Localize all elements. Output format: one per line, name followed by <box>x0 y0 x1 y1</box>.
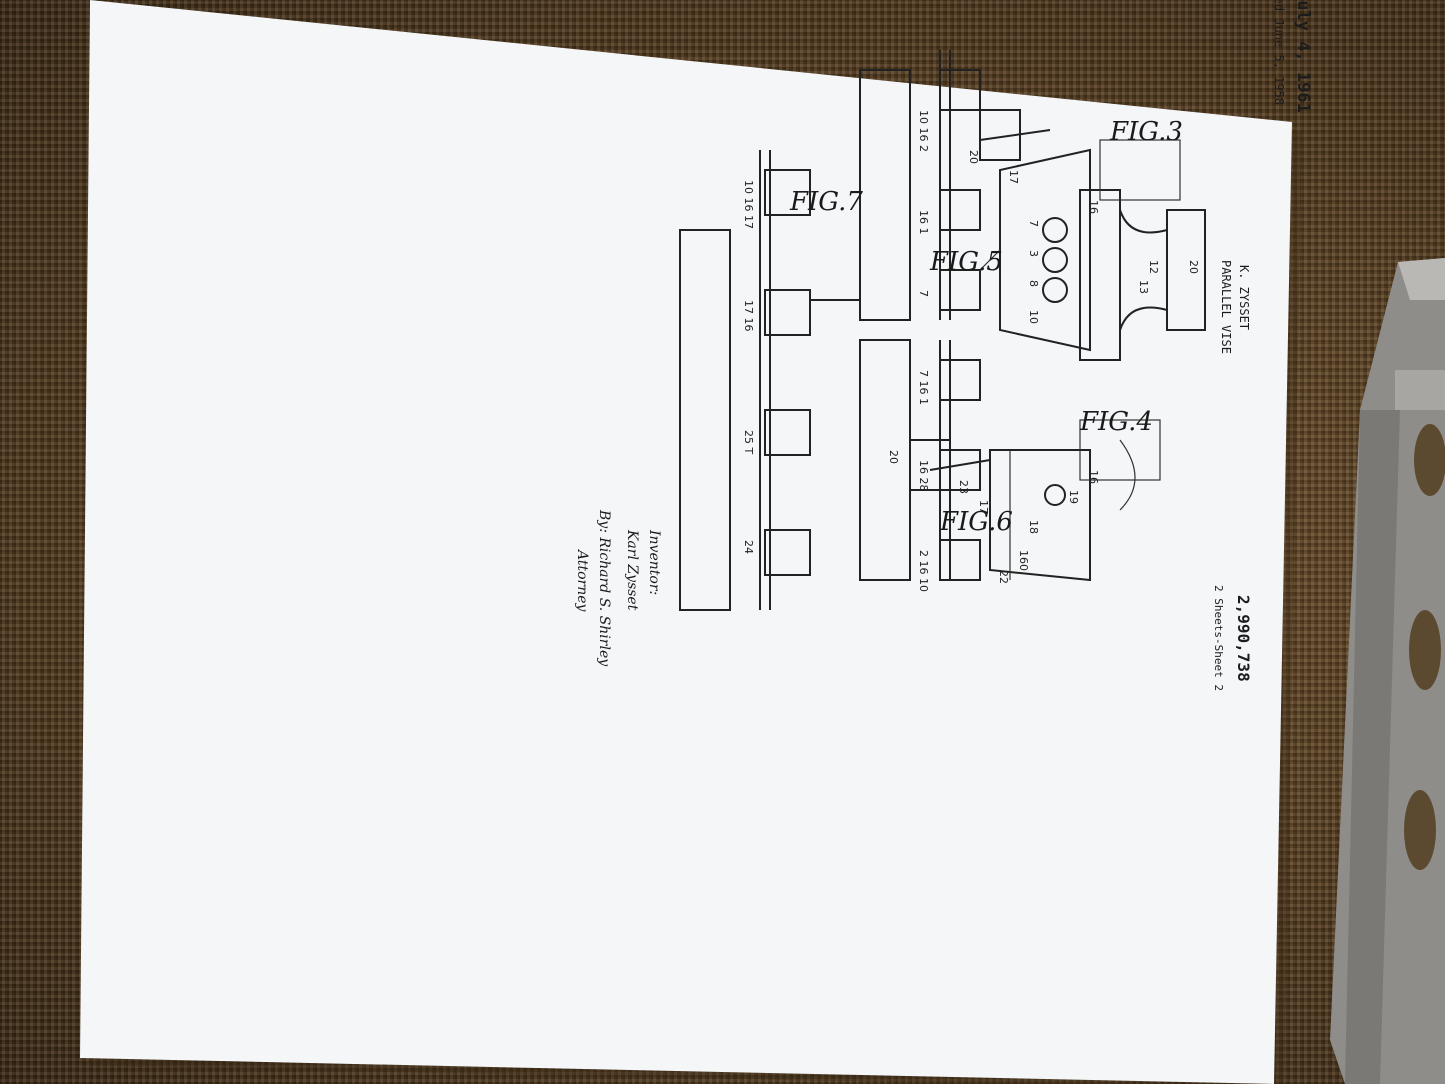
svg-text:25 T: 25 T <box>742 430 755 454</box>
signature-inventor-label: Inventor: <box>646 529 662 595</box>
svg-text:16: 16 <box>1087 200 1100 214</box>
svg-text:20: 20 <box>967 150 980 164</box>
fig-6-label: FIG.6 <box>939 507 1013 537</box>
svg-text:12: 12 <box>1147 260 1160 274</box>
svg-text:3: 3 <box>1027 250 1040 257</box>
figure-5-drawing: 10 16 2 16 1 7 <box>810 50 981 321</box>
svg-text:16 28: 16 28 <box>917 460 930 492</box>
svg-text:7: 7 <box>917 290 930 297</box>
fig-3-label: FIG.3 <box>1109 117 1183 147</box>
patent-date: July 4, 1961 <box>1293 0 1313 113</box>
figure-4-drawing: 16 19 18 160 22 17 23 20 <box>887 419 1161 584</box>
svg-text:17 16: 17 16 <box>742 300 755 332</box>
svg-text:10 16 17: 10 16 17 <box>742 180 755 229</box>
svg-text:2 16 10: 2 16 10 <box>917 550 930 592</box>
fig-5-label: FIG.5 <box>929 247 1003 277</box>
svg-text:24: 24 <box>742 540 755 554</box>
patent-filed: Filed June 5, 1958 <box>1272 0 1286 105</box>
svg-text:18: 18 <box>1027 520 1040 534</box>
figure-6-drawing: 7 16 1 16 28 2 16 10 <box>859 339 981 592</box>
svg-text:20: 20 <box>887 450 900 464</box>
fig-7-label: FIG.7 <box>789 187 863 217</box>
svg-text:8: 8 <box>1027 280 1040 287</box>
svg-text:7: 7 <box>1027 220 1040 227</box>
svg-text:23: 23 <box>957 480 970 494</box>
patent-inventor: K. ZYSSET <box>1237 265 1251 330</box>
svg-text:7 16 1: 7 16 1 <box>917 370 930 405</box>
figure-3-drawing: 20 12 13 16 7 3 8 10 17 20 <box>967 109 1206 361</box>
patent-number: 2,990,738 <box>1234 595 1253 682</box>
svg-text:20: 20 <box>1187 260 1200 274</box>
signature-inventor-name: Karl Zysset <box>624 529 640 611</box>
patent-title: PARALLEL VISE <box>1219 260 1233 354</box>
svg-text:16: 16 <box>1087 470 1100 484</box>
patent-sheet <box>80 0 1302 1084</box>
svg-text:10: 10 <box>1027 310 1040 324</box>
svg-text:160: 160 <box>1017 550 1030 571</box>
svg-text:17: 17 <box>977 500 990 514</box>
fig-4-label: FIG.4 <box>1079 407 1153 437</box>
signature-by: By: Richard S. Shirley <box>596 509 612 667</box>
svg-text:10 16 2: 10 16 2 <box>917 110 930 152</box>
svg-text:19: 19 <box>1067 490 1080 504</box>
metal-bar <box>1330 258 1445 1084</box>
signature-attorney: Attorney <box>574 548 590 613</box>
figure-7-drawing: 10 16 17 17 16 25 T 24 <box>679 150 811 611</box>
svg-text:17: 17 <box>1007 170 1020 184</box>
svg-text:22: 22 <box>997 570 1010 584</box>
patent-sheets: 2 Sheets-Sheet 2 <box>1212 585 1225 691</box>
svg-text:13: 13 <box>1137 280 1150 294</box>
signature-block: Inventor: Karl Zysset By: Richard S. Shi… <box>574 509 662 667</box>
svg-text:16 1: 16 1 <box>917 210 930 235</box>
